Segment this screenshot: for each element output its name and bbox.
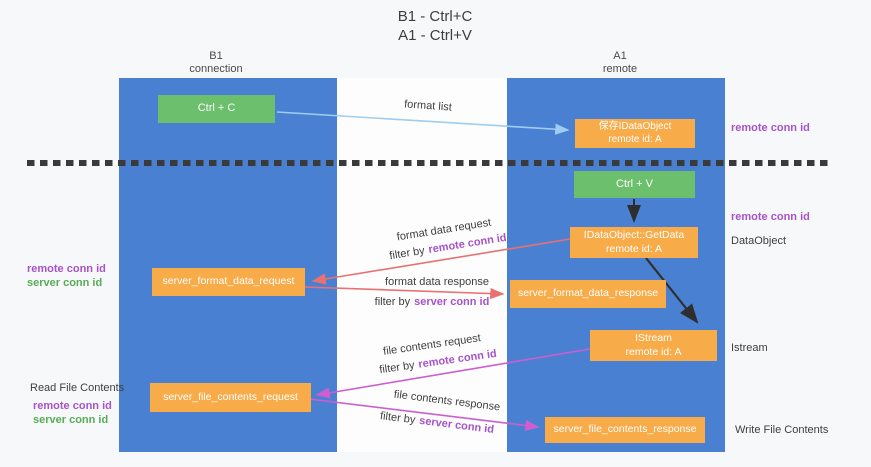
save-dataobject-line2: remote id: A	[608, 133, 662, 145]
remote-conn-id-annotation-mid: remote conn id	[731, 211, 810, 223]
save-dataobject-line1: 保存IDataObject	[598, 121, 672, 132]
diagram-title: B1 - Ctrl+C A1 - Ctrl+V	[340, 7, 530, 45]
server-format-data-response-box: server_format_data_response	[510, 280, 666, 308]
title-line1: B1 - Ctrl+C	[397, 8, 473, 25]
server-conn-id-annotation-left-1: server conn id	[27, 277, 103, 289]
ctrl-c-box: Ctrl + C	[158, 95, 275, 123]
getdata-line2: remote id: A	[605, 242, 663, 255]
save-dataobject-box: 保存IDataObject remote id: A	[575, 119, 695, 148]
ctrl-v-box: Ctrl + V	[574, 171, 695, 198]
lane-a1-role: remote	[602, 63, 638, 75]
istream-line2: remote id: A	[625, 345, 682, 358]
server-file-contents-request-box: server_file_contents_request	[150, 383, 311, 412]
remote-conn-id-annotation-left-1: remote conn id	[27, 263, 106, 275]
filter-by-server-conn-id-label-1: filter by server conn id	[375, 296, 490, 308]
lane-b1-role: connection	[189, 63, 243, 75]
filter-prefix: filter by	[374, 296, 411, 308]
lane-b1-name: B1	[209, 50, 223, 62]
istream-box: IStream remote id: A	[590, 330, 717, 361]
ctrl-c-label: Ctrl + C	[197, 102, 236, 115]
server-format-data-request-label: server_format_data_request	[162, 275, 295, 288]
idataobject-getdata-box: IDataObject::GetData remote id: A	[570, 227, 698, 258]
server-format-data-response-label: server_format_data_response	[517, 287, 659, 300]
server-conn-id-annotation-left-2: server conn id	[33, 414, 109, 426]
remote-conn-id-annotation-top: remote conn id	[731, 122, 810, 134]
getdata-line1: IDataObject::GetData	[583, 229, 685, 242]
dataobject-annotation: DataObject	[731, 235, 787, 247]
server-conn-id-key: server conn id	[414, 296, 490, 308]
title-line2: A1 - Ctrl+V	[398, 27, 472, 44]
istream-line1: IStream	[635, 332, 672, 345]
write-file-contents-annotation: Write File Contents	[735, 424, 829, 436]
ctrl-v-label: Ctrl + V	[616, 177, 653, 190]
server-file-contents-response-label: server_file_contents_response	[553, 423, 697, 436]
remote-conn-id-annotation-left-2: remote conn id	[33, 400, 112, 412]
server-file-contents-response-box: server_file_contents_response	[545, 417, 705, 443]
lane-header-b1: B1 connection	[156, 50, 276, 76]
lane-header-a1: A1 remote	[560, 50, 680, 76]
lane-a1-name: A1	[613, 50, 627, 62]
format-data-response-label: format data response	[385, 276, 489, 288]
server-format-data-request-box: server_format_data_request	[152, 268, 305, 296]
server-file-contents-request-label: server_file_contents_request	[163, 390, 298, 403]
istream-annotation: Istream	[731, 342, 768, 354]
read-file-contents-annotation: Read File Contents	[30, 382, 125, 394]
